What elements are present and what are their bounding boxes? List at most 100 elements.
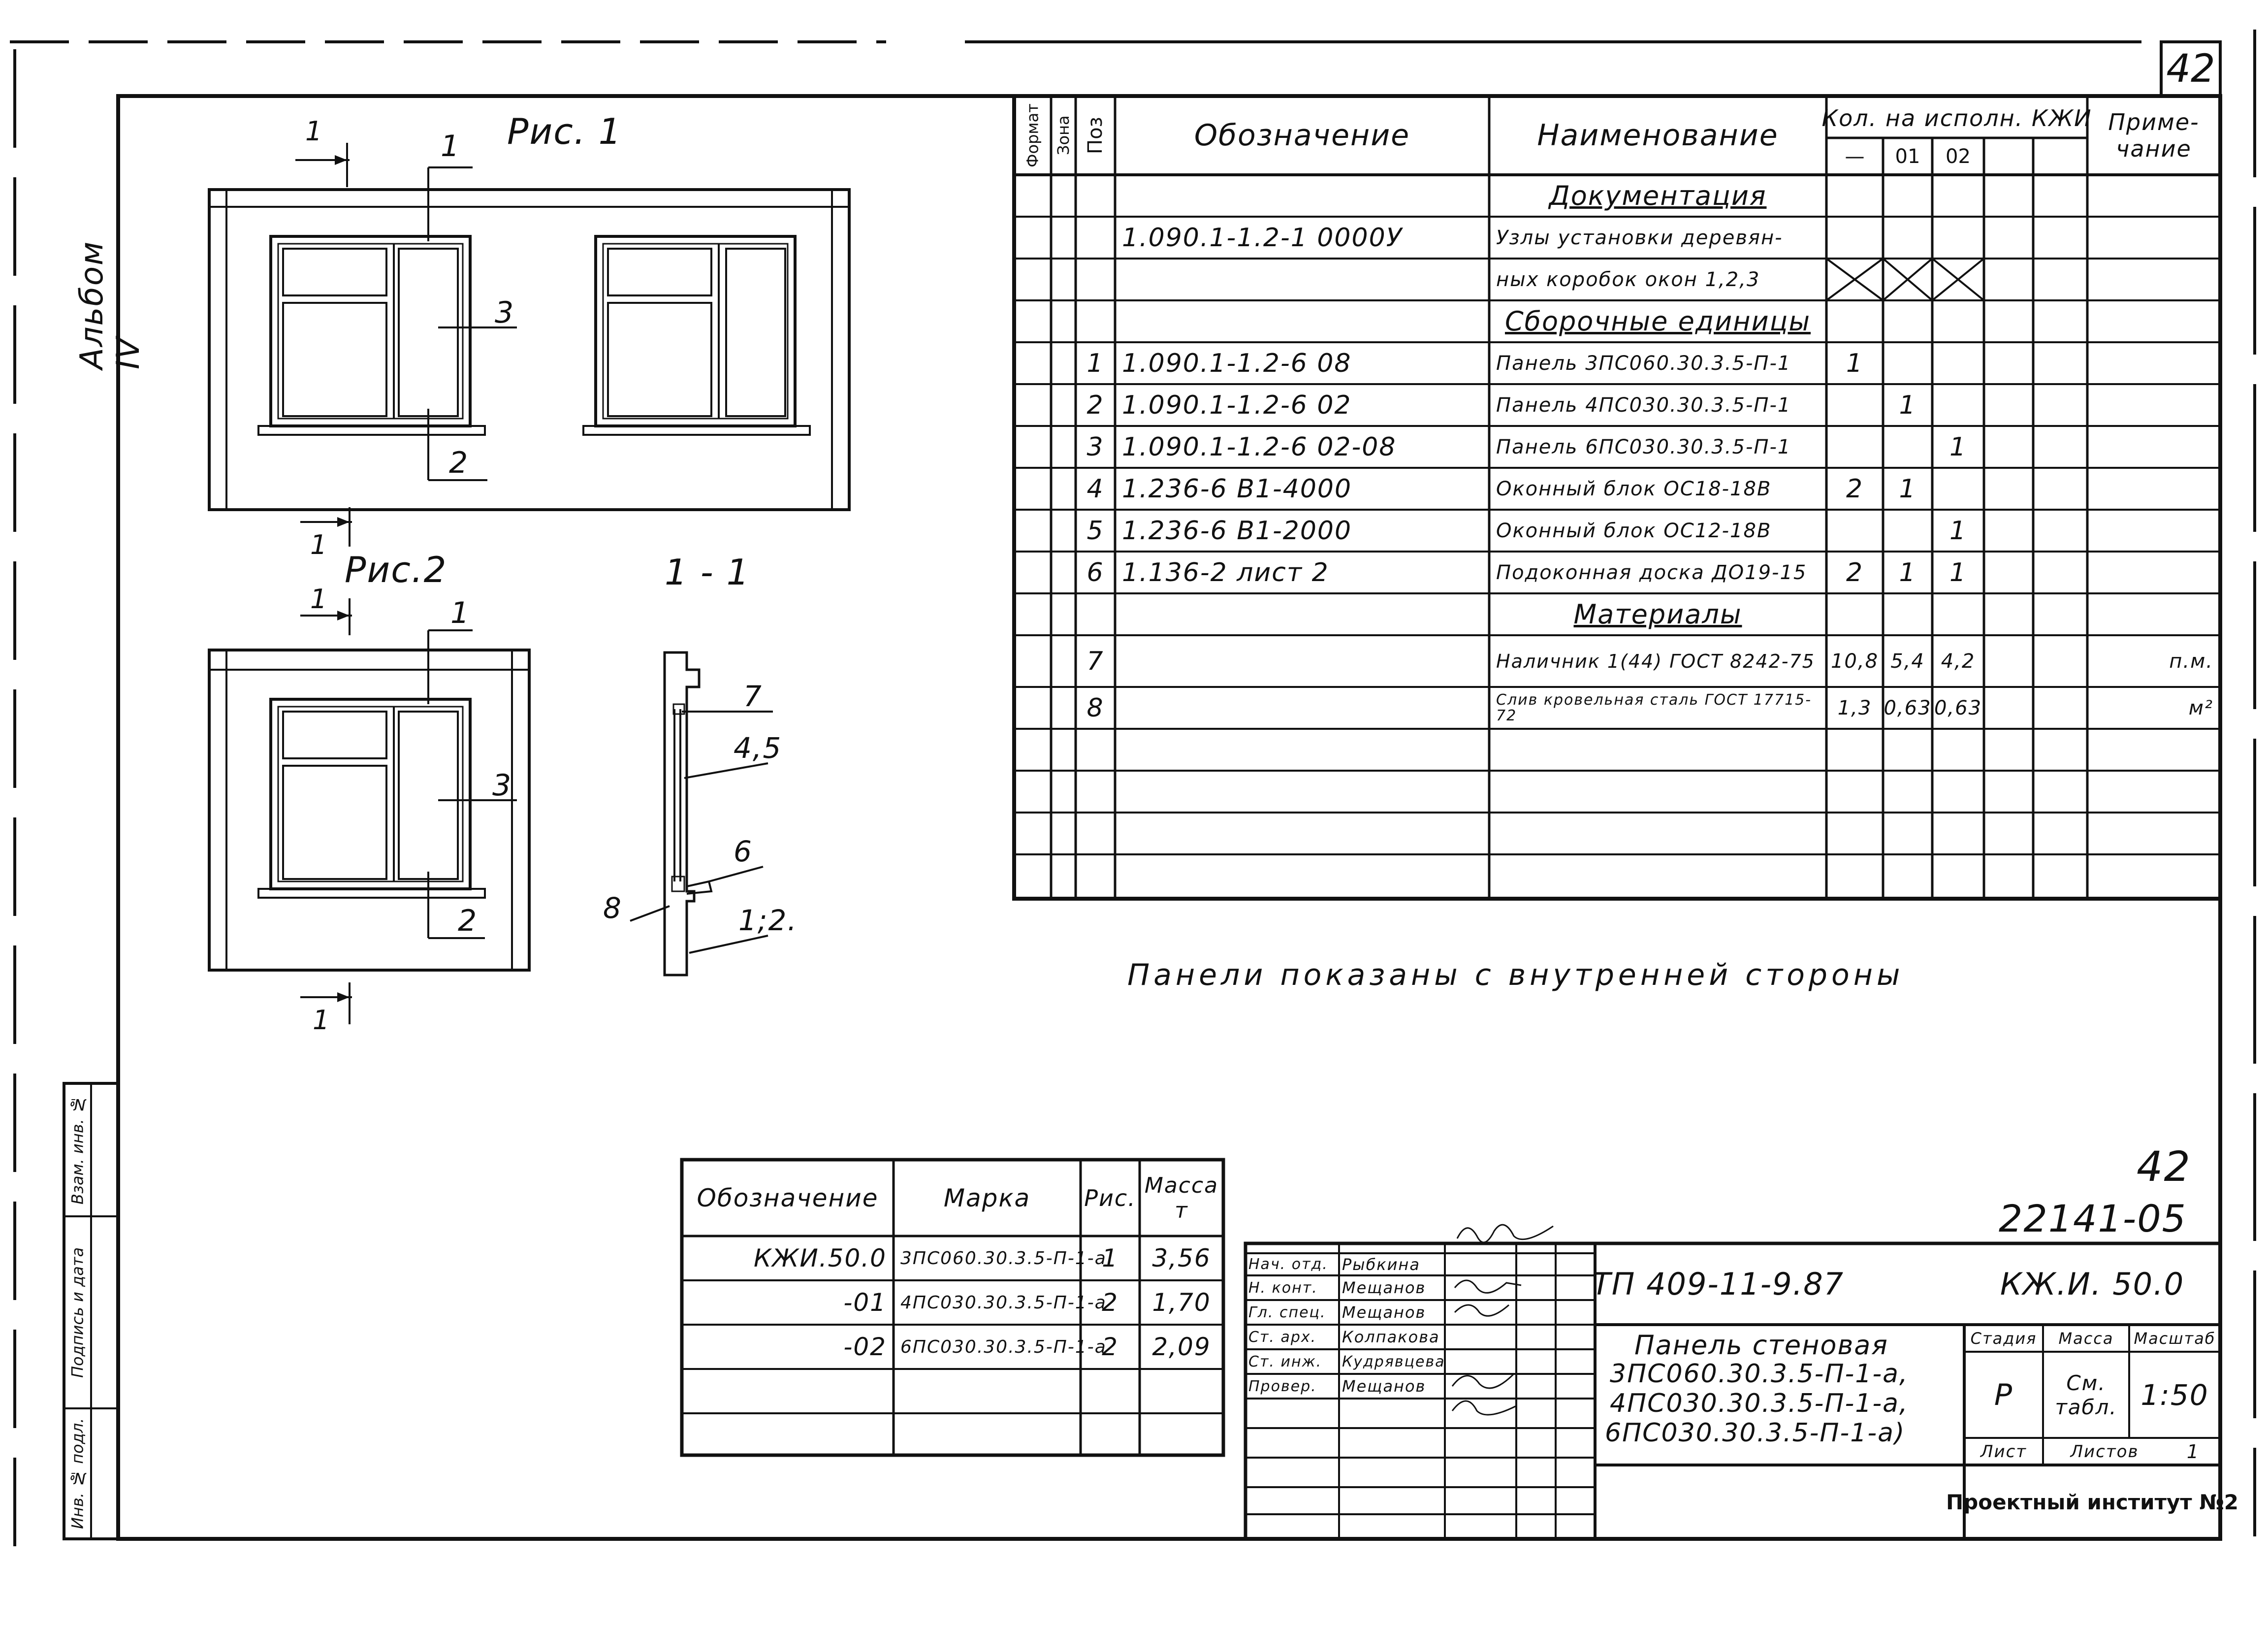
spec-row-6-name: Панель 6ПС030.30.3.5-П-1 xyxy=(1496,435,1791,458)
mark-row-1-mass: 1,70 xyxy=(1152,1288,1211,1317)
spec-row-9-q0: 2 xyxy=(1846,557,1864,587)
spec-header-zone: Зона xyxy=(1054,115,1073,156)
spec-row-12-q0: 1,3 xyxy=(1837,696,1872,719)
callout-3-fig1: 3 xyxy=(495,295,515,330)
spec-row-8-q2: 1 xyxy=(1949,516,1967,546)
album-label: Альбом IV xyxy=(74,240,147,369)
spec-header-qty-title: Кол. на исполн. КЖИ xyxy=(1821,105,2092,131)
side-stamp-replace: Взам. инв. № xyxy=(68,1095,87,1205)
callout-8-section: 8 xyxy=(603,891,622,925)
sign-role-5: Провер. xyxy=(1248,1377,1317,1395)
mark-row-2-mark: 6ПС030.30.3.5-П-1-а xyxy=(900,1336,1107,1357)
spec-row-1-name: Узлы установки деревян- xyxy=(1496,226,1783,249)
callout-7-section: 7 xyxy=(743,680,763,713)
mark-row-0-fig: 1 xyxy=(1102,1244,1118,1272)
spec-header-format: Формат xyxy=(1023,103,1042,167)
mark-row-1-mark: 4ПС030.30.3.5-П-1-а xyxy=(900,1292,1107,1313)
spec-row-7-q1: 1 xyxy=(1899,474,1917,504)
section-mark-1-top-fig2: 1 xyxy=(310,584,328,615)
callout-6-section: 6 xyxy=(734,835,753,868)
spec-row-9-q2: 1 xyxy=(1949,557,1967,587)
mark-row-1-designation: -01 xyxy=(843,1288,887,1317)
spec-row-6-q2: 1 xyxy=(1949,432,1967,462)
mark-header-fig: Рис. xyxy=(1084,1184,1136,1211)
spec-row-5-pos: 2 xyxy=(1086,390,1104,420)
spec-row-0-name: Документация xyxy=(1549,180,1767,211)
spec-header-pos: Поз xyxy=(1084,117,1107,154)
title-line-1: 3ПС060.30.3.5-П-1-а, xyxy=(1610,1359,1909,1389)
spec-row-7-designation: 1.236-6 В1-4000 xyxy=(1122,474,1352,504)
spec-row-11-pos: 7 xyxy=(1086,646,1104,676)
callout-4-5-section: 4,5 xyxy=(734,731,782,765)
spec-row-7-pos: 4 xyxy=(1086,474,1104,504)
scale-value: 1:50 xyxy=(2140,1378,2209,1412)
sign-role-1: Н. конт. xyxy=(1248,1279,1318,1297)
spec-row-9-designation: 1.136-2 лист 2 xyxy=(1122,557,1329,587)
spec-row-5-q1: 1 xyxy=(1899,390,1917,420)
spec-row-3-name: Сборочные единицы xyxy=(1504,306,1811,337)
mark-row-2-designation: -02 xyxy=(843,1333,887,1361)
sheet-number-lower: 42 xyxy=(2137,1142,2191,1191)
sign-name-2: Мещанов xyxy=(1342,1303,1426,1322)
mark-row-1-fig: 2 xyxy=(1102,1288,1118,1317)
spec-row-2-name: ных коробок окон 1,2,3 xyxy=(1496,268,1760,291)
sign-name-4: Кудрявцева xyxy=(1342,1353,1445,1370)
mark-header-mass: Масса т xyxy=(1144,1172,1219,1223)
section-mark-1-top-fig1: 1 xyxy=(305,116,323,147)
stage-label: Стадия xyxy=(1970,1329,2037,1348)
side-stamp-inv: Инв. № подл. xyxy=(68,1418,87,1530)
callout-1-fig2: 1 xyxy=(450,596,471,630)
section-label: 1 - 1 xyxy=(665,552,750,593)
sign-role-4: Ст. инж. xyxy=(1248,1353,1322,1370)
sign-role-0: Нач. отд. xyxy=(1248,1256,1328,1273)
spec-header-designation: Обозначение xyxy=(1194,118,1410,153)
organization: Проектный институт №2 xyxy=(1946,1490,2239,1514)
callout-1-2-section: 1;2. xyxy=(738,904,798,937)
sign-name-1: Мещанов xyxy=(1342,1278,1426,1297)
title-line-0: Панель стеновая xyxy=(1634,1330,1888,1361)
spec-row-9-q1: 1 xyxy=(1899,557,1917,587)
spec-row-5-designation: 1.090.1-1.2-6 02 xyxy=(1122,390,1352,420)
sheets-label: Листов xyxy=(2070,1441,2139,1462)
side-stamp-sign: Подпись и дата xyxy=(68,1247,87,1378)
mark-row-0-mass: 3,56 xyxy=(1152,1244,1211,1272)
spec-row-11-name: Наличник 1(44) ГОСТ 8242-75 xyxy=(1496,650,1815,672)
spec-row-7-name: Оконный блок ОС18-18В xyxy=(1496,477,1772,500)
sheet-label: Лист xyxy=(1980,1441,2027,1462)
spec-row-4-name: Панель 3ПС060.30.3.5-П-1 xyxy=(1496,352,1791,375)
spec-row-4-q0: 1 xyxy=(1846,348,1864,378)
spec-header-qty-0: — xyxy=(1845,145,1865,168)
spec-row-6-designation: 1.090.1-1.2-6 02-08 xyxy=(1122,432,1397,462)
handwritten-code: 22141-05 xyxy=(1999,1197,2187,1240)
sheet-number-top: 42 xyxy=(2166,47,2215,91)
spec-row-7-q0: 2 xyxy=(1846,474,1864,504)
callout-2-fig2: 2 xyxy=(458,904,478,938)
spec-row-8-pos: 5 xyxy=(1086,516,1104,546)
spec-row-8-designation: 1.236-6 В1-2000 xyxy=(1122,516,1352,546)
spec-header-note: Приме- чание xyxy=(2108,109,2200,162)
mark-row-0-designation: КЖИ.50.0 xyxy=(754,1244,887,1272)
spec-row-1-designation: 1.090.1-1.2-1 0000У xyxy=(1122,223,1403,253)
mark-header-mark: Марка xyxy=(943,1183,1031,1212)
spec-row-4-pos: 1 xyxy=(1086,348,1104,378)
title-line-3: 6ПС030.30.3.5-П-1-а) xyxy=(1605,1418,1906,1448)
sign-name-0: Рыбкина xyxy=(1342,1255,1420,1274)
spec-row-9-name: Подоконная доска ДО19-15 xyxy=(1496,561,1807,584)
spec-row-12-q1: 0,63 xyxy=(1884,696,1932,719)
scale-label: Масштаб xyxy=(2134,1329,2216,1348)
doc-code: КЖ.И. 50.0 xyxy=(2000,1266,2185,1302)
mark-row-0-mark: 3ПС060.30.3.5-П-1-а xyxy=(900,1248,1107,1269)
stage-value: Р xyxy=(1994,1377,2013,1412)
spec-row-10-name: Материалы xyxy=(1573,599,1742,630)
fig1-label: Рис. 1 xyxy=(507,111,622,152)
spec-header-qty-1: 01 xyxy=(1895,145,1920,168)
spec-row-12-q2: 0,63 xyxy=(1934,696,1982,719)
spec-row-11-q0: 10,8 xyxy=(1830,650,1879,673)
sign-role-3: Ст. арх. xyxy=(1248,1328,1317,1346)
section-mark-1-bottom-fig2: 1 xyxy=(313,1005,331,1036)
spec-row-12-name: Слив кровельная сталь ГОСТ 17715-72 xyxy=(1496,691,1812,724)
sign-name-5: Мещанов xyxy=(1342,1377,1426,1396)
project-number: ТП 409-11-9.87 xyxy=(1592,1266,1845,1302)
panels-note: Панели показаны с внутренней стороны xyxy=(1127,958,1904,992)
